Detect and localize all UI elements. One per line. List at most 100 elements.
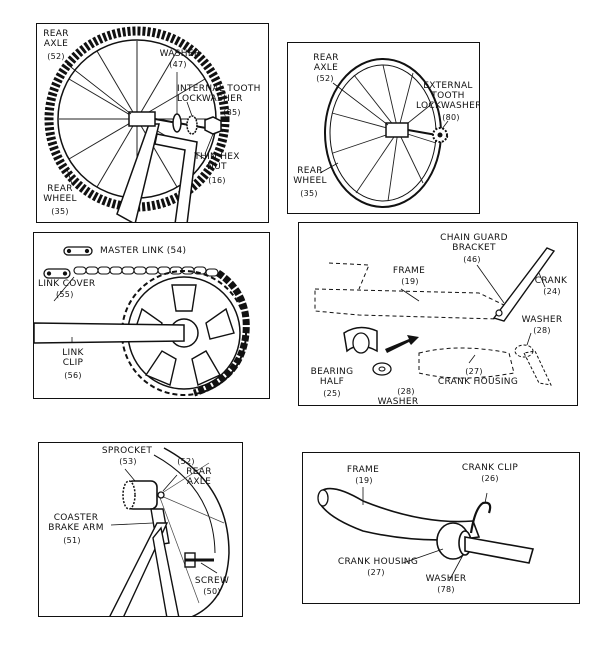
- label-washer: WASHER: [159, 49, 201, 59]
- label-rear-axle-num: (52): [177, 457, 195, 466]
- panel-external-lockwasher-detail: REAR AXLE (52) EXTERNAL TOOTH LOCKWASHER…: [287, 42, 480, 214]
- label-screw-num: (50): [203, 587, 221, 596]
- panel-crank-housing-exploded: CHAIN GUARD BRACKET (46) FRAME (19) CRAN…: [298, 222, 578, 406]
- crank-housing-outline: [418, 347, 515, 379]
- label-thin-hex-nut: THIN HEX NUT: [187, 152, 247, 172]
- label-rear-wheel: REAR WHEEL: [290, 166, 330, 186]
- label-washer-num: (47): [169, 60, 187, 69]
- rear-wheel-axle-drawing: [44, 26, 230, 222]
- crank-housing-drawing: [314, 247, 556, 386]
- label-rear-axle: REAR AXLE: [39, 29, 73, 49]
- label-text: LINK CLIP: [62, 348, 84, 368]
- label-chain-guard-bracket-num: (46): [463, 255, 481, 264]
- frame-tube: [320, 487, 481, 541]
- label-washer: WASHER: [521, 315, 563, 325]
- label-crank-housing-num: (27): [367, 568, 385, 577]
- external-lockwasher-drawing: [319, 58, 449, 208]
- master-link-part: [63, 246, 93, 256]
- label-text: REAR WHEEL: [293, 166, 327, 186]
- label-bearing-half: BEARING HALF: [309, 367, 355, 387]
- label-frame-num: (19): [401, 277, 419, 286]
- label-rear-wheel-num: (35): [51, 207, 69, 216]
- label-external-tooth-lockwasher: EXTERNAL TOOTH LOCKWASHER: [416, 81, 480, 111]
- label-text: THIN HEX NUT: [194, 152, 240, 172]
- label-washer: WASHER: [425, 574, 467, 584]
- panel-chain-master-link-detail: MASTER LINK (54) LINK COVER (55) LINK CL…: [33, 232, 270, 399]
- sprocket-brake-drawing: [109, 447, 230, 616]
- washer-right-part: [514, 344, 534, 358]
- label-crank-clip: CRANK CLIP: [461, 463, 519, 473]
- label-crank-num: (24): [543, 287, 561, 296]
- rear-wheel-tire: [44, 26, 230, 212]
- label-sprocket: SPROCKET: [101, 446, 153, 456]
- label-master-link: MASTER LINK (54): [100, 246, 187, 256]
- label-text: REAR AXLE: [313, 53, 339, 73]
- hex-nut-part: [204, 116, 222, 135]
- label-washer2: WASHER: [377, 397, 419, 406]
- lockwasher-part: [186, 115, 198, 135]
- label-crank-housing: CRANK HOUSING: [337, 557, 419, 567]
- chain-right-run: [192, 270, 250, 397]
- label-rear-axle: REAR AXLE: [179, 467, 219, 487]
- label-text: REAR WHEEL: [43, 184, 77, 204]
- washer-part: [172, 113, 182, 133]
- label-link-cover: LINK COVER: [38, 279, 96, 289]
- label-text: BEARING HALF: [310, 367, 354, 387]
- label-ext-lockwasher-num: (80): [442, 113, 460, 122]
- label-internal-tooth-lockwasher: INTERNAL TOOTH LOCKWASHER: [177, 84, 268, 104]
- hub: [128, 111, 156, 127]
- wheel-arc: [163, 447, 230, 616]
- panel-rear-wheel-axle-detail: REAR AXLE (52) WASHER (47) INTERNAL TOOT…: [36, 23, 269, 223]
- chain-sprocket-drawing: [34, 246, 250, 397]
- label-text: COASTER BRAKE ARM: [48, 513, 104, 533]
- label-text: EXTERNAL TOOTH LOCKWASHER: [416, 81, 480, 111]
- label-coaster-brake-arm-num: (51): [63, 536, 81, 545]
- label-hex-nut-num: (16): [208, 176, 226, 185]
- panel-frame-crank-clip: FRAME (19) CRANK CLIP (26) CRANK HOUSING…: [302, 452, 580, 604]
- hub: [385, 122, 409, 138]
- axle-end: [157, 491, 165, 499]
- frame-crank-clip-drawing: [317, 487, 535, 582]
- label-text: CHAIN GUARD BRACKET: [440, 233, 508, 253]
- label-crank-clip-num: (26): [481, 474, 499, 483]
- label-frame: FRAME: [346, 465, 380, 475]
- label-link-clip-num: (56): [64, 371, 82, 380]
- crank-arm: [34, 322, 185, 344]
- label-rear-axle-num: (52): [316, 74, 334, 83]
- assembly-arrow: [385, 335, 419, 353]
- label-frame-num: (19): [355, 476, 373, 485]
- crank-arm: [464, 536, 535, 564]
- label-link-clip: LINK CLIP: [56, 348, 90, 368]
- label-rear-wheel-num: (35): [300, 189, 318, 198]
- label-lockwasher-num: (85): [223, 108, 241, 117]
- label-frame: FRAME: [392, 266, 426, 276]
- label-washer2-num: (28): [397, 387, 415, 396]
- label-washer-num: (78): [437, 585, 455, 594]
- label-washer-num: (28): [533, 326, 551, 335]
- label-text: REAR AXLE: [186, 467, 212, 487]
- chain-guard-bracket: [492, 247, 556, 322]
- label-crank: CRANK: [534, 276, 568, 286]
- crank-part: [523, 350, 552, 386]
- label-crank-housing: CRANK HOUSING: [437, 377, 519, 387]
- label-rear-axle-num: (52): [47, 52, 65, 61]
- label-link-cover-num: (55): [56, 290, 74, 299]
- frame-fork: [116, 123, 160, 222]
- panel-sprocket-coaster-brake: SPROCKET (53) (52) REAR AXLE COASTER BRA…: [38, 442, 243, 617]
- chain-top-run: [73, 266, 219, 277]
- screw-part: [184, 552, 214, 568]
- label-screw: SCREW: [194, 576, 230, 586]
- label-text: INTERNAL TOOTH LOCKWASHER: [177, 84, 261, 104]
- label-coaster-brake-arm: COASTER BRAKE ARM: [41, 513, 111, 533]
- label-rear-axle: REAR AXLE: [306, 53, 346, 73]
- label-chain-guard-bracket: CHAIN GUARD BRACKET: [429, 233, 519, 253]
- label-text: REAR AXLE: [43, 29, 69, 49]
- link-cover-part: [43, 268, 71, 279]
- frame-outline: [314, 288, 505, 320]
- label-crank-housing-num: (27): [465, 367, 483, 376]
- label-sprocket-num: (53): [119, 457, 137, 466]
- label-rear-wheel: REAR WHEEL: [39, 184, 81, 204]
- label-bearing-half-num: (25): [323, 389, 341, 398]
- crank-clip-part: [469, 501, 492, 534]
- frame-stay: [109, 522, 169, 616]
